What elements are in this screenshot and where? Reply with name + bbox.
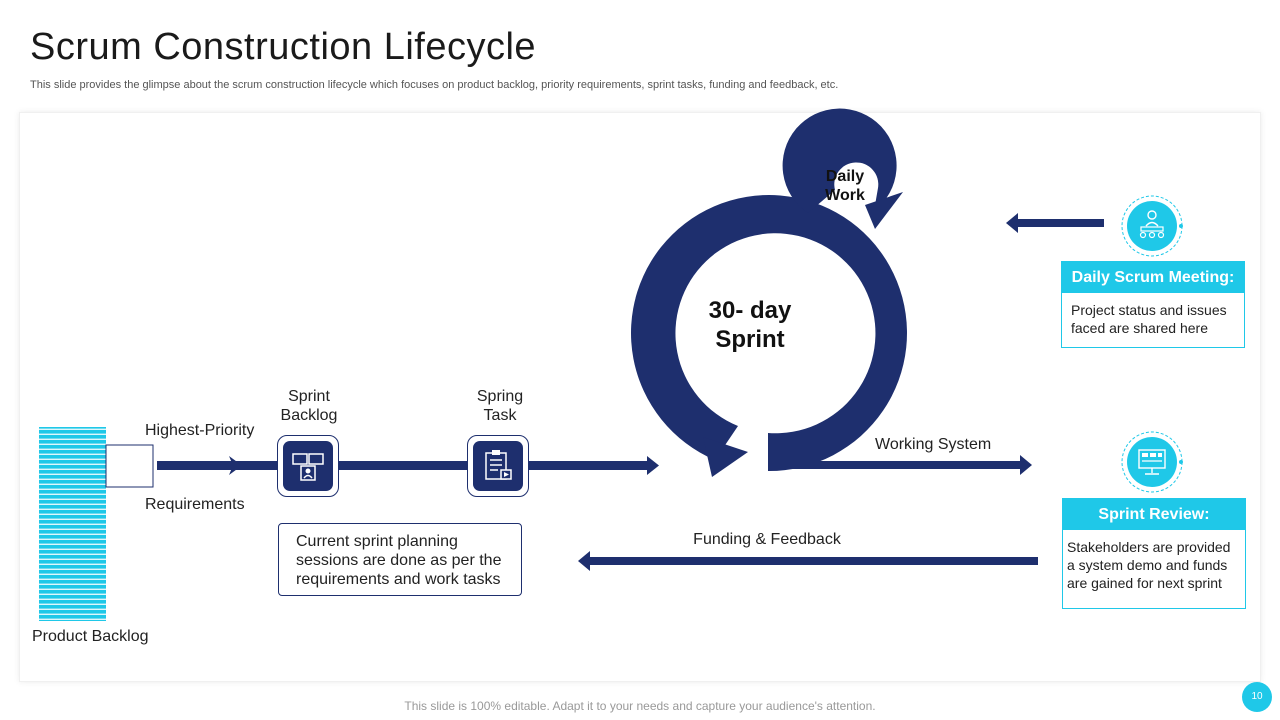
diagram-panel [19,112,1261,682]
arrowhead-priority [229,456,242,475]
daily-scrum-card: Daily Scrum Meeting: Project status and … [1061,261,1245,348]
daily-scrum-title: Daily Scrum Meeting: [1062,262,1244,293]
sprint-review-text: Stakeholders are provided a system demo … [1067,539,1231,591]
funding-line [588,557,1038,565]
sprint-review-card: Sprint Review: Stakeholders are provided… [1062,498,1246,609]
clipboard-icon [485,450,512,480]
footer-note: This slide is 100% editable. Adapt it to… [404,699,876,713]
requirements-bracket [105,444,154,488]
spring-task-icon-box [467,435,529,497]
highest-priority-label: Highest-Priority [145,422,255,439]
flow-line [157,461,647,470]
sprint-review-title: Sprint Review: [1063,499,1245,530]
product-backlog-bar [39,427,106,621]
funding-feedback-label: Funding & Feedback [693,531,841,548]
page-subtitle: This slide provides the glimpse about th… [30,79,839,91]
sprint-center-label: 30- day Sprint [708,297,792,353]
working-system-line [768,461,1022,469]
product-backlog-label: Product Backlog [32,628,149,645]
working-system-label: Working System [875,436,992,453]
page-title: Scrum Construction Lifecycle [30,26,537,68]
scrum-line [1016,219,1104,227]
scrum-arrowhead [1006,213,1018,233]
meeting-icon [1121,195,1183,257]
sprint-ring [630,195,907,472]
backlog-icon [292,453,324,481]
daily-work-arrowhead [865,192,903,229]
funding-arrowhead [578,551,590,571]
working-system-arrowhead [1020,455,1032,475]
daily-scrum-text: Project status and issues faced are shar… [1071,302,1227,336]
sprint-ring-arrowhead [703,437,748,477]
spring-task-label: Spring Task [476,388,524,424]
sprint-backlog-icon-box [277,435,339,497]
requirements-label: Requirements [145,496,245,513]
daily-work-label: Daily Work [825,168,865,204]
presentation-icon [1121,431,1183,493]
planning-note-box: Current sprint planning sessions are don… [278,523,522,596]
daily-work-loop [782,108,897,213]
sprint-backlog-label: Sprint Backlog [280,388,338,424]
arrowhead-to-sprint [647,456,659,475]
page-number: 10 [1242,682,1272,712]
